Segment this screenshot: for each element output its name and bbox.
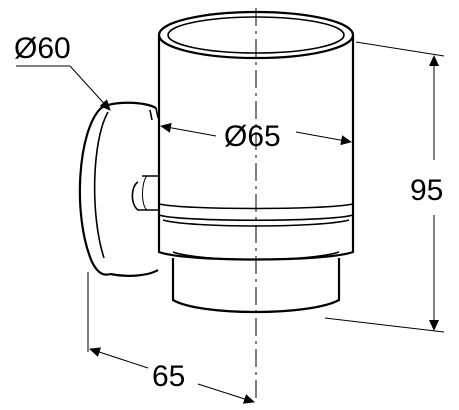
cup-diameter-label: Ø65 <box>224 120 281 153</box>
depth-dimension <box>87 272 255 404</box>
mount-diameter-leader <box>16 65 111 111</box>
mounting-arm <box>131 175 160 211</box>
height-dimension <box>324 41 445 333</box>
mount-diameter-label: Ø60 <box>14 32 71 65</box>
cup-holder-ring <box>157 203 355 314</box>
wall-mount-plate <box>78 101 159 277</box>
height-label: 95 <box>410 174 443 207</box>
depth-label: 65 <box>152 360 185 393</box>
cup-diameter-dimension <box>160 122 352 146</box>
